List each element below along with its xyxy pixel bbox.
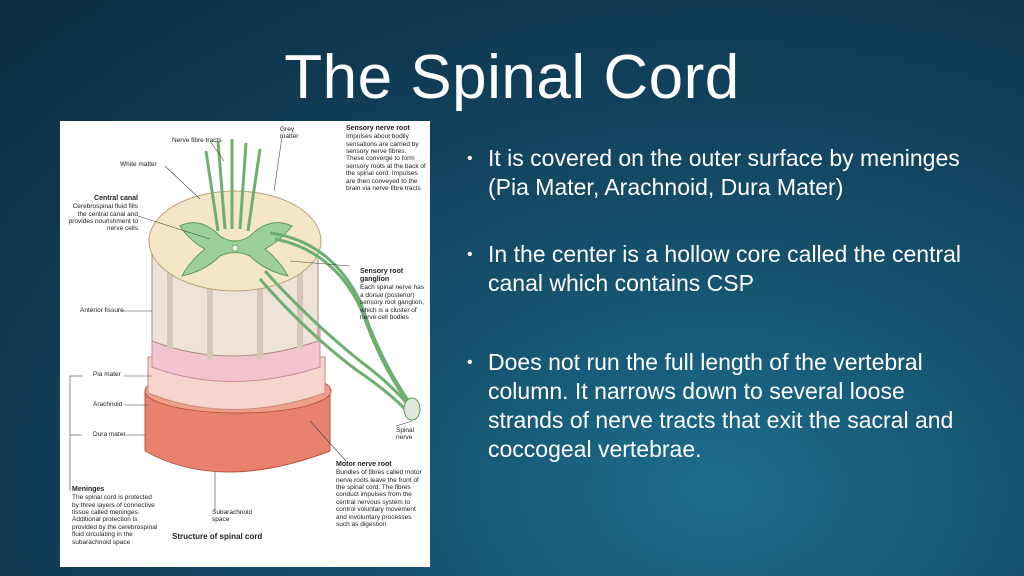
label-motor-nerve-root: Motor nerve root Bundles of fibres calle… [336, 461, 426, 529]
label-sensory-nerve-root: Sensory nerve root Impulses about bodily… [346, 125, 426, 193]
label-anterior-fissure: Anterior fissure [80, 307, 124, 314]
label-central-canal: Central canal Cerebrospinal fluid fills … [62, 195, 138, 233]
label-arachnoid: Arachnoid [93, 401, 123, 408]
motor-nerve-root-title: Motor nerve root [336, 461, 392, 468]
bullet-text: It is covered on the outer surface by me… [488, 145, 960, 200]
bullet-dot-icon: • [467, 354, 473, 371]
sensory-nerve-root-title: Sensory nerve root [346, 125, 410, 132]
sensory-root-ganglion-title: Sensory root ganglion [360, 268, 404, 284]
sensory-root-ganglion-text: Each spinal nerve has a dorsal (posterio… [360, 284, 424, 321]
bullet-item-central-canal: • In the center is a hollow core called … [462, 240, 982, 298]
label-nerve-fibre-tracts: Nerve fibre tracts [172, 137, 222, 144]
central-canal-text: Cerebrospinal fluid fills the central ca… [68, 203, 138, 233]
label-grey-matter: Grey matter [280, 126, 299, 141]
motor-nerve-root-text: Bundles of fibres called motor nerve roo… [336, 469, 422, 529]
slide-title: The Spinal Cord [284, 43, 740, 112]
label-meninges: Meninges The spinal cord is protected by… [72, 486, 160, 546]
label-sensory-root-ganglion: Sensory root ganglion Each spinal nerve … [360, 268, 428, 321]
spinal-cord-drawing [69, 136, 421, 511]
bullet-text: Does not run the full length of the vert… [488, 349, 954, 462]
figure-caption: Structure of spinal cord [172, 532, 263, 541]
meninges-title: Meninges [72, 486, 105, 493]
central-canal-title: Central canal [94, 195, 138, 202]
bullet-dot-icon: • [467, 246, 473, 263]
bullet-dot-icon: • [467, 150, 473, 167]
label-white-matter: White matter [120, 161, 157, 168]
label-dura-mater: Dura mater [93, 431, 126, 438]
label-pia-mater: Pia mater [93, 371, 121, 378]
label-subarachnoid-space: Subarachnoid space [212, 509, 253, 524]
sensory-nerve-root-text: Impulses about bodily sensations are car… [346, 133, 426, 193]
spinal-cord-illustration: Nerve fibre tracts Grey matter White mat… [60, 121, 430, 567]
label-spinal-nerve: Spinal nerve [396, 427, 415, 442]
bullet-text: In the center is a hollow core called th… [488, 241, 962, 296]
bullet-item-length: • Does not run the full length of the ve… [462, 348, 982, 464]
bullet-item-meninges: • It is covered on the outer surface by … [462, 144, 982, 202]
meninges-text: The spinal cord is protected by three la… [72, 494, 158, 546]
